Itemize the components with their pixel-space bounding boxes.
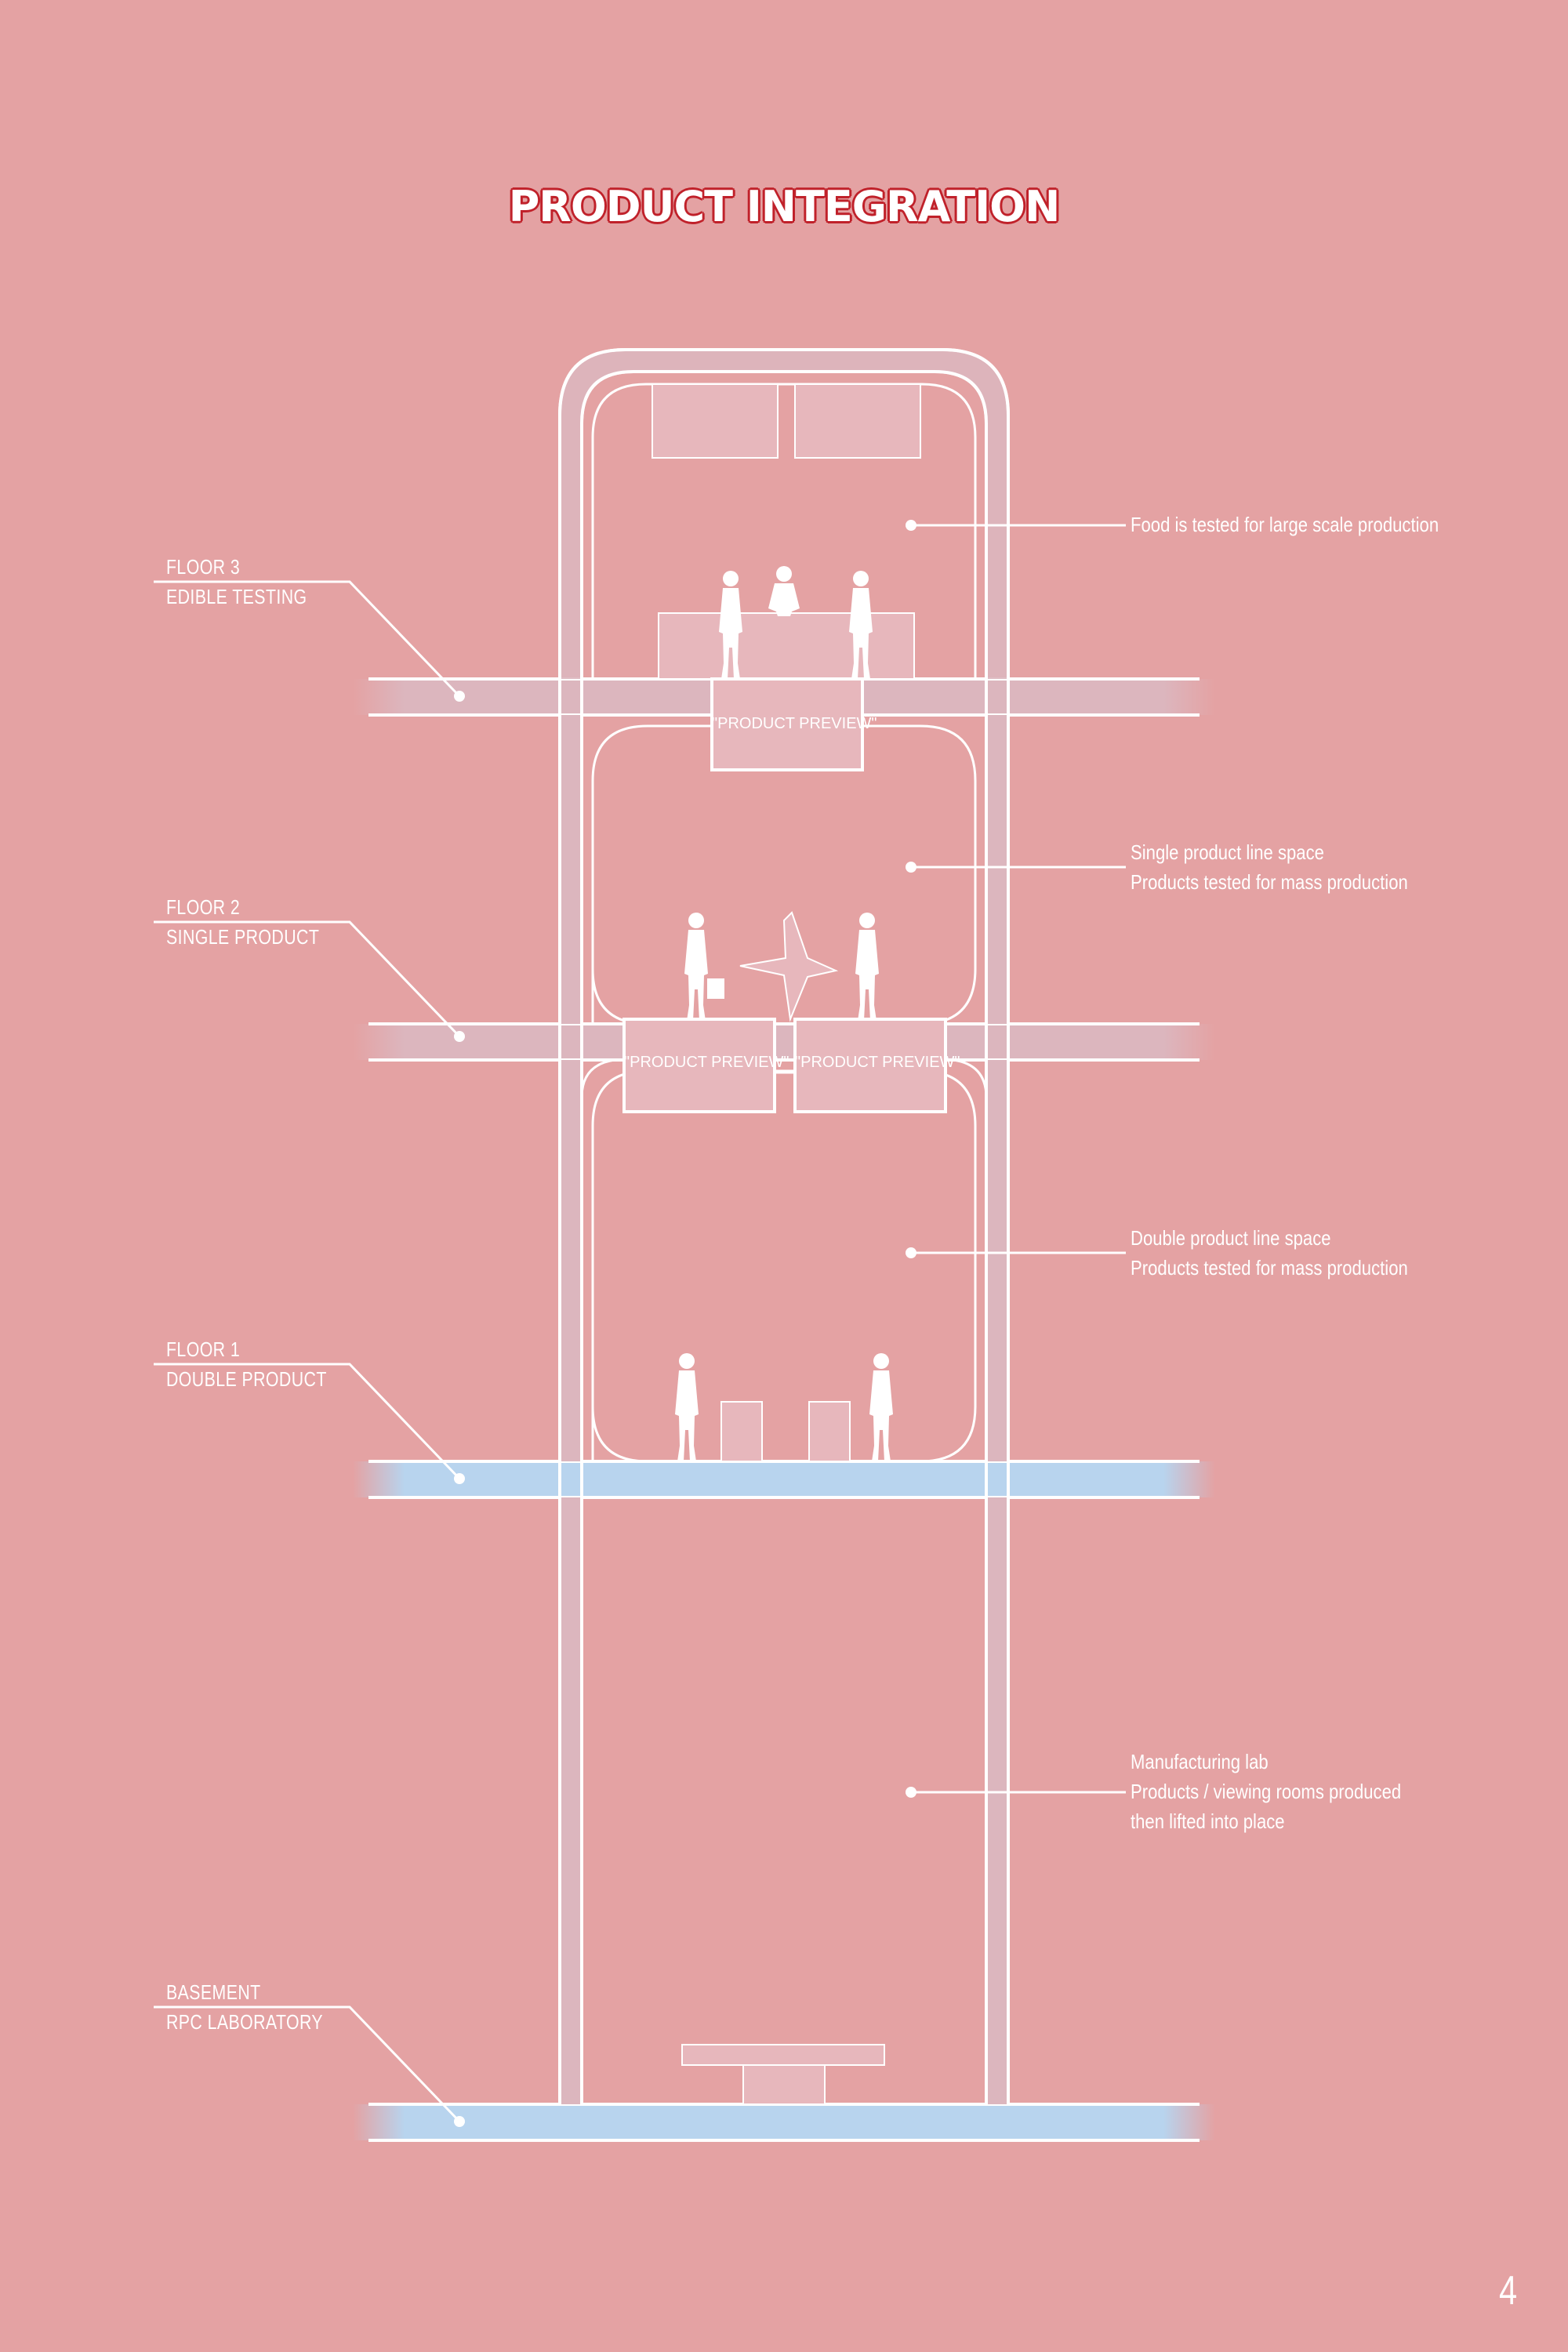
- floor3-subtitle: EDIBLE TESTING: [166, 585, 307, 608]
- product-preview-label-1: "PRODUCT PREVIEW": [712, 715, 877, 732]
- note1-dot: [906, 520, 916, 531]
- note-line: then lifted into place: [1131, 1809, 1285, 1833]
- floor2-pod: [591, 724, 977, 1025]
- floor3-name: FLOOR 3: [166, 555, 241, 579]
- floor2-slab: [353, 1024, 1215, 1060]
- note2-dot: [906, 862, 916, 873]
- floor1-label: FLOOR 1 DOUBLE PRODUCT: [166, 1334, 327, 1394]
- floor2-leader-dot: [454, 1031, 465, 1042]
- note3-dot: [906, 1247, 916, 1258]
- note-line: Food is tested for large scale productio…: [1131, 513, 1439, 536]
- floor1-pod: [591, 1069, 977, 1463]
- floor1-name: FLOOR 1: [166, 1338, 241, 1361]
- note-line: Products / viewing rooms produced: [1131, 1780, 1402, 1803]
- note-floor3: Food is tested for large scale productio…: [1131, 510, 1439, 539]
- floor3-counter: [658, 612, 915, 680]
- note-line: Products tested for mass production: [1131, 1256, 1408, 1279]
- product-preview-box-1: [710, 677, 864, 771]
- note-line: Products tested for mass production: [1131, 870, 1408, 894]
- basement-label: BASEMENT RPC LABORATORY: [166, 1977, 323, 2037]
- floor3-leader-dot: [454, 691, 465, 702]
- note-line: Manufacturing lab: [1131, 1750, 1269, 1773]
- note-line: Double product line space: [1131, 1226, 1331, 1250]
- floor1-subtitle: DOUBLE PRODUCT: [166, 1367, 327, 1391]
- basement-leader-dot: [454, 2116, 465, 2127]
- right-leader-lines: [911, 524, 1126, 1794]
- floor1-leader-dot: [454, 1473, 465, 1484]
- product-preview-box-3: [793, 1018, 947, 1113]
- floor3-label: FLOOR 3 EDIBLE TESTING: [166, 552, 307, 612]
- basement-name: BASEMENT: [166, 1980, 261, 2004]
- note-line: Single product line space: [1131, 840, 1324, 864]
- left-leader-lines: [154, 580, 461, 2123]
- floor3-pod: [591, 383, 977, 679]
- product-preview-label-3: "PRODUCT PREVIEW": [795, 1054, 960, 1071]
- basement-slab: [353, 2104, 1215, 2140]
- floor2-name: FLOOR 2: [166, 895, 241, 919]
- note-floor1: Double product line space Products teste…: [1131, 1223, 1408, 1283]
- basement-subtitle: RPC LABORATORY: [166, 2010, 324, 2034]
- basement-table: [681, 2044, 885, 2066]
- page-title: PRODUCT INTEGRATION: [508, 182, 1061, 231]
- product-preview-label-2: "PRODUCT PREVIEW": [624, 1054, 789, 1071]
- note-floor2: Single product line space Products teste…: [1131, 837, 1408, 897]
- note4-dot: [906, 1787, 916, 1798]
- note-basement: Manufacturing lab Products / viewing roo…: [1131, 1747, 1401, 1836]
- people-silhouettes: [675, 566, 893, 1461]
- page-number: 4: [1499, 2268, 1518, 2314]
- floor2-display-star: [739, 911, 839, 1022]
- floor2-label: FLOOR 2 SINGLE PRODUCT: [166, 892, 319, 952]
- floor2-subtitle: SINGLE PRODUCT: [166, 925, 320, 949]
- floor1-slab: [353, 1461, 1215, 1497]
